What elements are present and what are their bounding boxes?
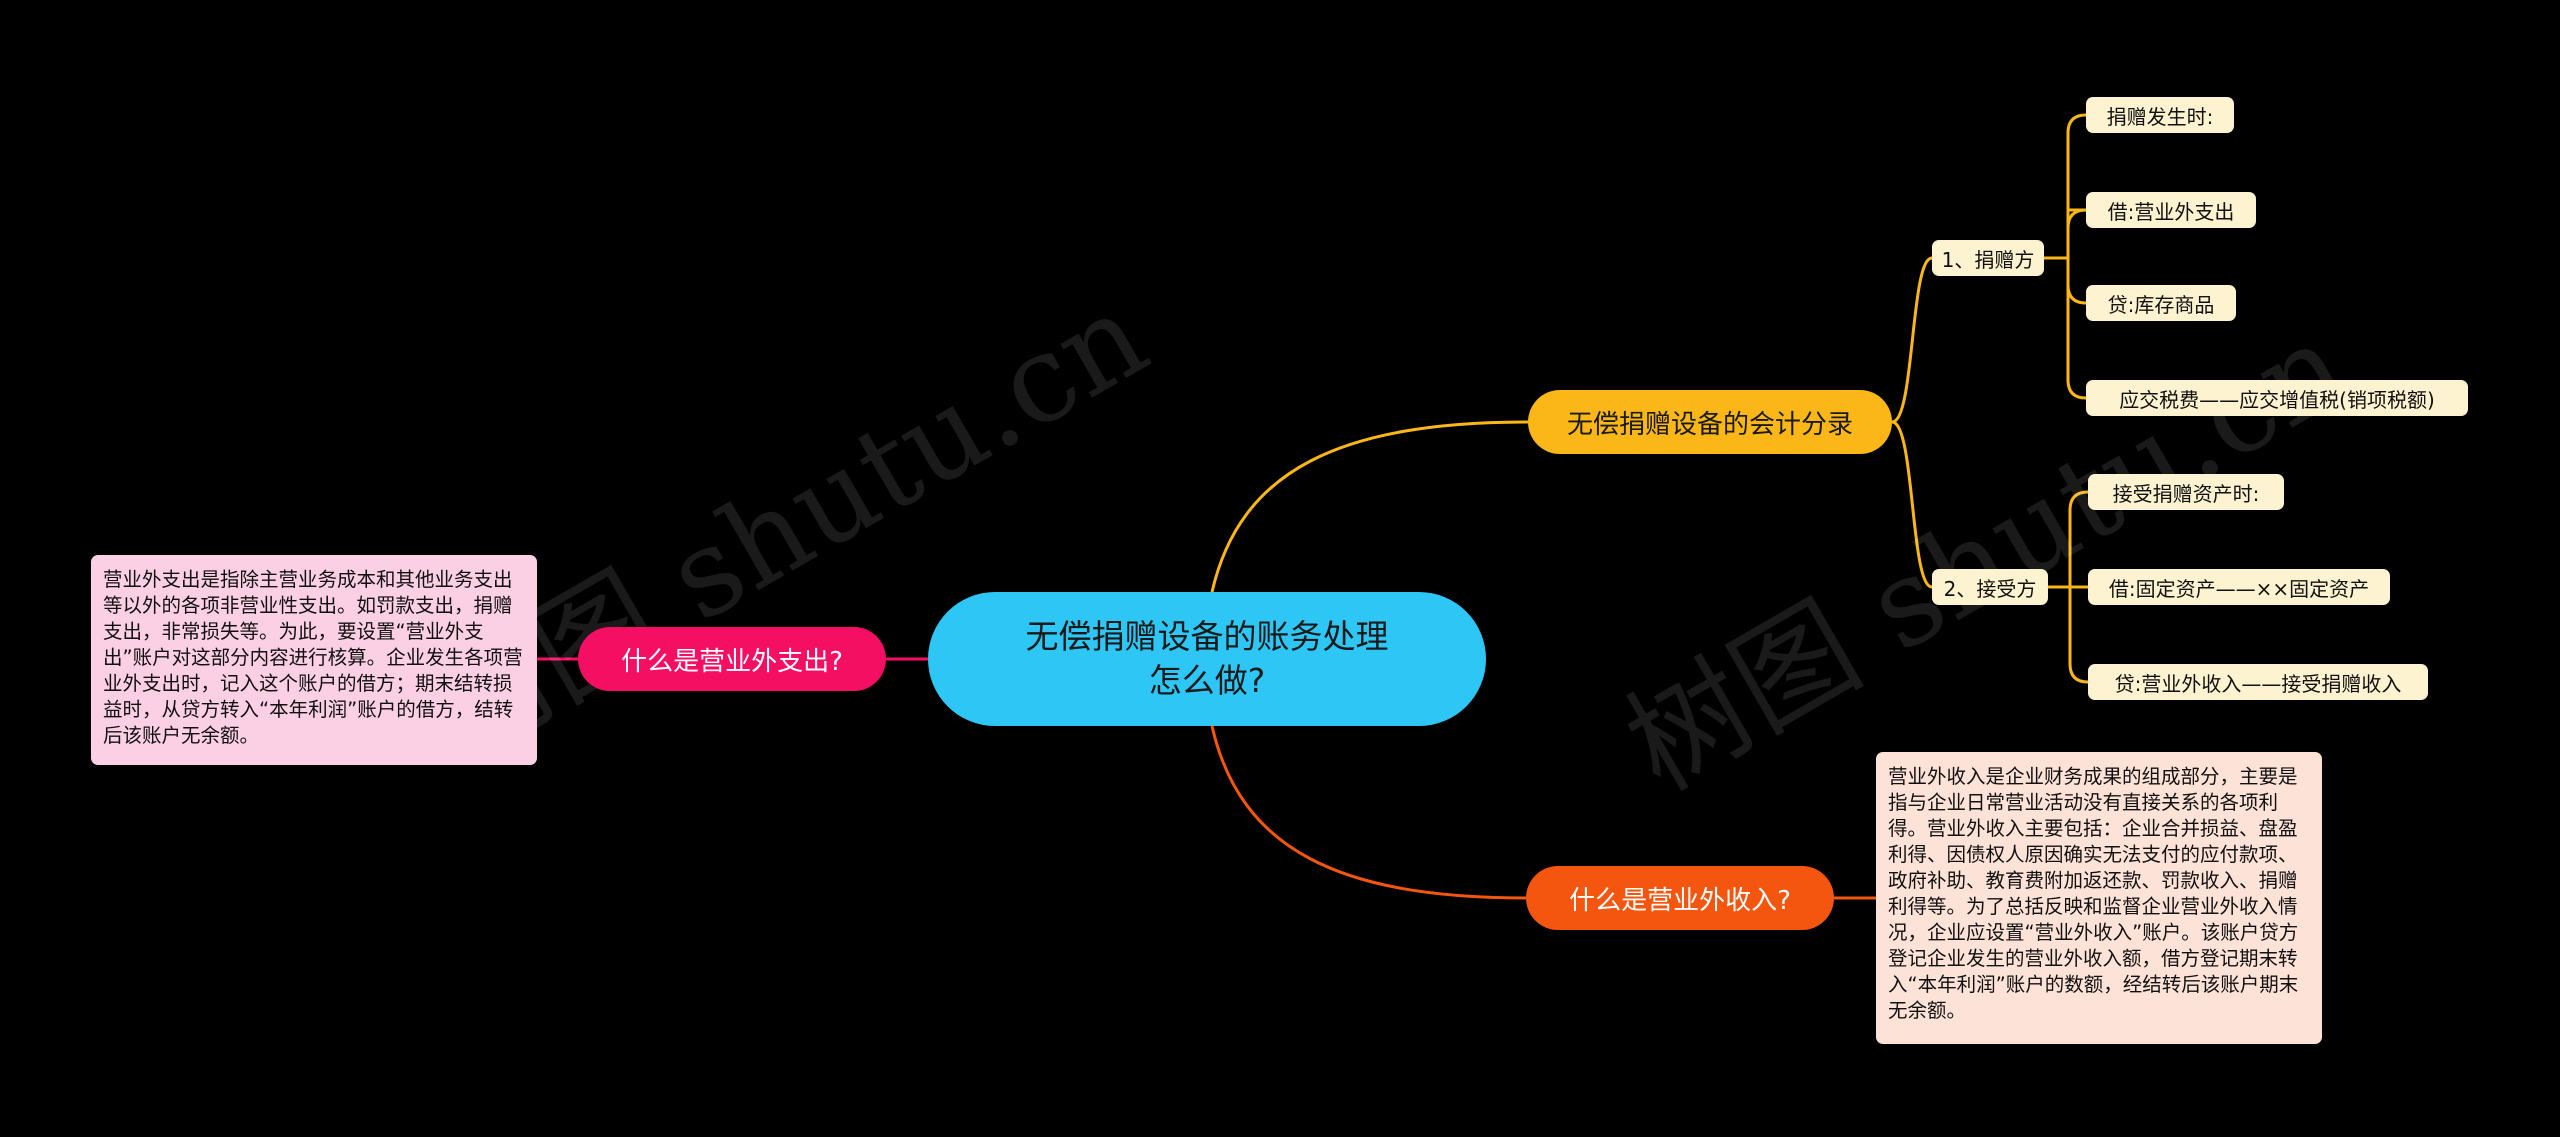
leaf-label: 贷:营业外收入——接受捐赠收入 — [2114, 671, 2402, 696]
leaf-item[interactable]: 借:营业外支出 — [2086, 192, 2256, 228]
leaf-label: 应交税费——应交增值税(销项税额) — [2119, 387, 2435, 412]
leaf-label: 捐赠发生时: — [2106, 104, 2214, 129]
note-nonoperating-income[interactable]: 营业外收入是企业财务成果的组成部分，主要是指与企业日常营业活动没有直接关系的各项… — [1876, 752, 2322, 1044]
group-label: 2、接受方 — [1943, 576, 2037, 601]
branch-label: 无偿捐赠设备的会计分录 — [1566, 409, 1853, 440]
branch-label: 什么是营业外支出? — [621, 646, 843, 677]
leaf-item[interactable]: 贷:库存商品 — [2086, 285, 2236, 321]
leaf-label: 接受捐赠资产时: — [2112, 481, 2260, 506]
connector-accounting-group2 — [1891, 420, 1933, 589]
branch-accounting-entries[interactable]: 无偿捐赠设备的会计分录 — [1528, 390, 1892, 454]
group-recipient[interactable]: 2、接受方 — [1932, 569, 2048, 605]
branch-what-is-nonoperating-expense[interactable]: 什么是营业外支出? — [578, 627, 886, 691]
leaf-item[interactable]: 贷:营业外收入——接受捐赠收入 — [2088, 664, 2428, 700]
leaf-label: 借:营业外支出 — [2107, 199, 2235, 224]
leaf-item[interactable]: 借:固定资产——××固定资产 — [2088, 569, 2390, 605]
leaf-label: 借:固定资产——××固定资产 — [2108, 576, 2370, 601]
leaf-item[interactable]: 捐赠发生时: — [2086, 97, 2234, 133]
leaf-item[interactable]: 接受捐赠资产时: — [2088, 474, 2284, 510]
group-donor[interactable]: 1、捐赠方 — [1932, 240, 2044, 276]
note-text: 营业外收入是企业财务成果的组成部分，主要是指与企业日常营业活动没有直接关系的各项… — [1888, 765, 2299, 1022]
connector-root-accounting — [1210, 420, 1529, 593]
root-topic-line2: 怎么做? — [1148, 661, 1266, 700]
connector-accounting-group1 — [1891, 256, 1933, 424]
note-text: 营业外支出是指除主营业务成本和其他业务支出等以外的各项非营业性支出。如罚款支出，… — [103, 568, 523, 747]
branch-label: 什么是营业外收入? — [1569, 885, 1791, 916]
leaf-label: 贷:库存商品 — [2107, 292, 2215, 317]
note-nonoperating-expense[interactable]: 营业外支出是指除主营业务成本和其他业务支出等以外的各项非营业性支出。如罚款支出，… — [91, 555, 537, 765]
root-topic-line1: 无偿捐赠设备的账务处理 — [1025, 617, 1389, 656]
connector-root-income — [1210, 725, 1527, 900]
group-label: 1、捐赠方 — [1941, 247, 2035, 272]
branch-what-is-nonoperating-income[interactable]: 什么是营业外收入? — [1526, 866, 1834, 930]
root-topic[interactable]: 无偿捐赠设备的账务处理 怎么做? — [928, 592, 1486, 726]
leaf-item[interactable]: 应交税费——应交增值税(销项税额) — [2086, 380, 2468, 416]
